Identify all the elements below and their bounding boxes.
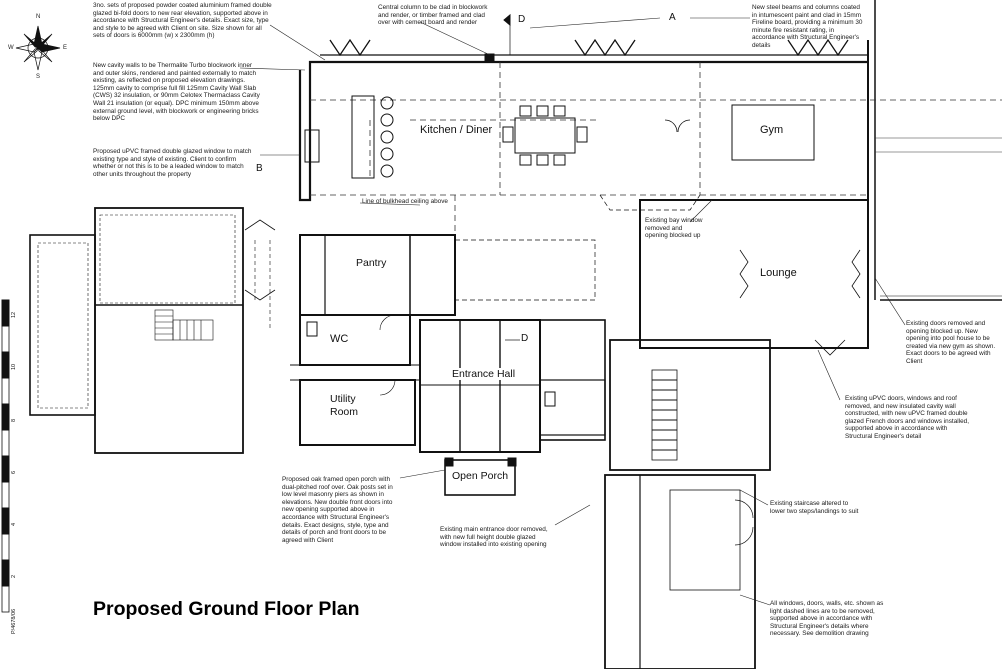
note-cavity-walls: New cavity walls to be Thermalite Turbo … bbox=[93, 62, 260, 123]
room-label-gym: Gym bbox=[760, 124, 784, 136]
scale-label-2: 2 bbox=[11, 574, 17, 578]
scale-label-10: 10 bbox=[11, 363, 17, 370]
note-windows-removed: All windows, doors, walls, etc. shown as… bbox=[770, 600, 884, 638]
room-label-porch: Open Porch bbox=[452, 470, 509, 482]
section-marker-b: B bbox=[256, 163, 263, 174]
note-staircase: Existing staircase altered to lower two … bbox=[770, 500, 859, 515]
scale-label-8: 8 bbox=[11, 418, 17, 422]
room-label-utility: Utility Room bbox=[330, 393, 359, 418]
pantry-room bbox=[299, 234, 456, 316]
compass-rose bbox=[15, 25, 61, 71]
scale-bar bbox=[1, 299, 10, 613]
section-marker-d-hall: D bbox=[521, 333, 529, 344]
open-porch bbox=[444, 459, 516, 496]
note-main-door: Existing main entrance door removed, wit… bbox=[440, 526, 548, 549]
compass-n: N bbox=[36, 14, 41, 20]
central-column bbox=[484, 53, 495, 63]
note-central-column: Central column to be clad in blockwork a… bbox=[378, 4, 488, 27]
compass-w: W bbox=[8, 45, 14, 51]
note-bulkhead: Line of bulkhead ceiling above bbox=[362, 198, 448, 205]
section-marker-d-top: D bbox=[518, 14, 526, 25]
scale-label-6: 6 bbox=[11, 470, 17, 474]
compass-s: S bbox=[36, 74, 41, 80]
note-open-porch: Proposed oak framed open porch with dual… bbox=[282, 476, 393, 544]
room-label-wc: WC bbox=[330, 333, 349, 345]
lounge-room bbox=[639, 199, 869, 349]
gym-room bbox=[731, 104, 815, 161]
note-bifold-doors: 3no. sets of proposed powder coated alum… bbox=[93, 2, 272, 40]
far-left-wing bbox=[29, 234, 96, 416]
note-upvc-doors: Existing uPVC doors, windows and roof re… bbox=[845, 395, 969, 440]
room-label-lounge: Lounge bbox=[760, 267, 797, 279]
drawing-reference: P/4678/06 bbox=[11, 608, 17, 634]
dining-table bbox=[514, 117, 576, 154]
note-steel-beams: New steel beams and columns coated in in… bbox=[752, 4, 863, 49]
left-wing bbox=[94, 207, 244, 454]
note-doors-removed: Existing doors removed and opening block… bbox=[906, 320, 996, 365]
room-label-kitchen: Kitchen / Diner bbox=[420, 124, 493, 136]
staircase bbox=[651, 369, 678, 461]
bifold-door-centre bbox=[574, 38, 636, 57]
compass-e: E bbox=[63, 45, 68, 51]
kitchen-island bbox=[351, 95, 375, 179]
section-marker-a: A bbox=[669, 12, 676, 23]
room-label-pantry: Pantry bbox=[356, 257, 387, 269]
note-upvc-window: Proposed uPVC framed double glazed windo… bbox=[93, 148, 252, 178]
room-label-hall: Entrance Hall bbox=[452, 368, 516, 380]
bifold-door-left bbox=[329, 38, 371, 57]
plan-title: Proposed Ground Floor Plan bbox=[93, 598, 360, 620]
note-bay-window: Existing bay window removed and opening … bbox=[645, 217, 703, 240]
rear-extension-wall bbox=[298, 60, 868, 202]
scale-label-4: 4 bbox=[11, 522, 17, 526]
scale-label-12: 12 bbox=[11, 311, 17, 318]
